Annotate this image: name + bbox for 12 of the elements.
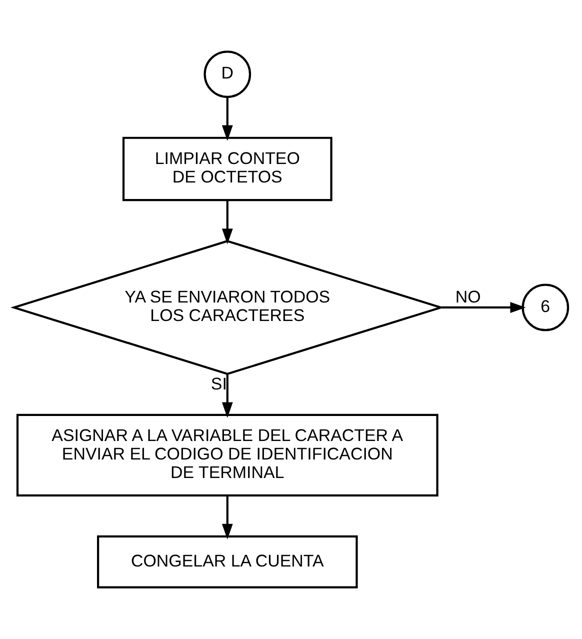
node-circle: D bbox=[204, 50, 252, 98]
node-box: LIMPIAR CONTEO DE OCTETOS bbox=[122, 136, 332, 202]
arrow bbox=[222, 200, 233, 244]
node-box: CONGELAR LA CUENTA bbox=[97, 535, 358, 588]
edge-label: NO bbox=[455, 288, 481, 307]
node-circle: 6 bbox=[522, 284, 570, 332]
node-box: ASIGNAR A LA VARIABLE DEL CARACTER A ENVIAR EL CODIGO DE IDENTIFICACION DE TERMINAL bbox=[16, 414, 438, 497]
edge-label: SI bbox=[210, 374, 227, 394]
arrow bbox=[222, 97, 233, 141]
arrow bbox=[441, 302, 526, 313]
arrow bbox=[222, 496, 233, 540]
arrow bbox=[222, 374, 233, 418]
